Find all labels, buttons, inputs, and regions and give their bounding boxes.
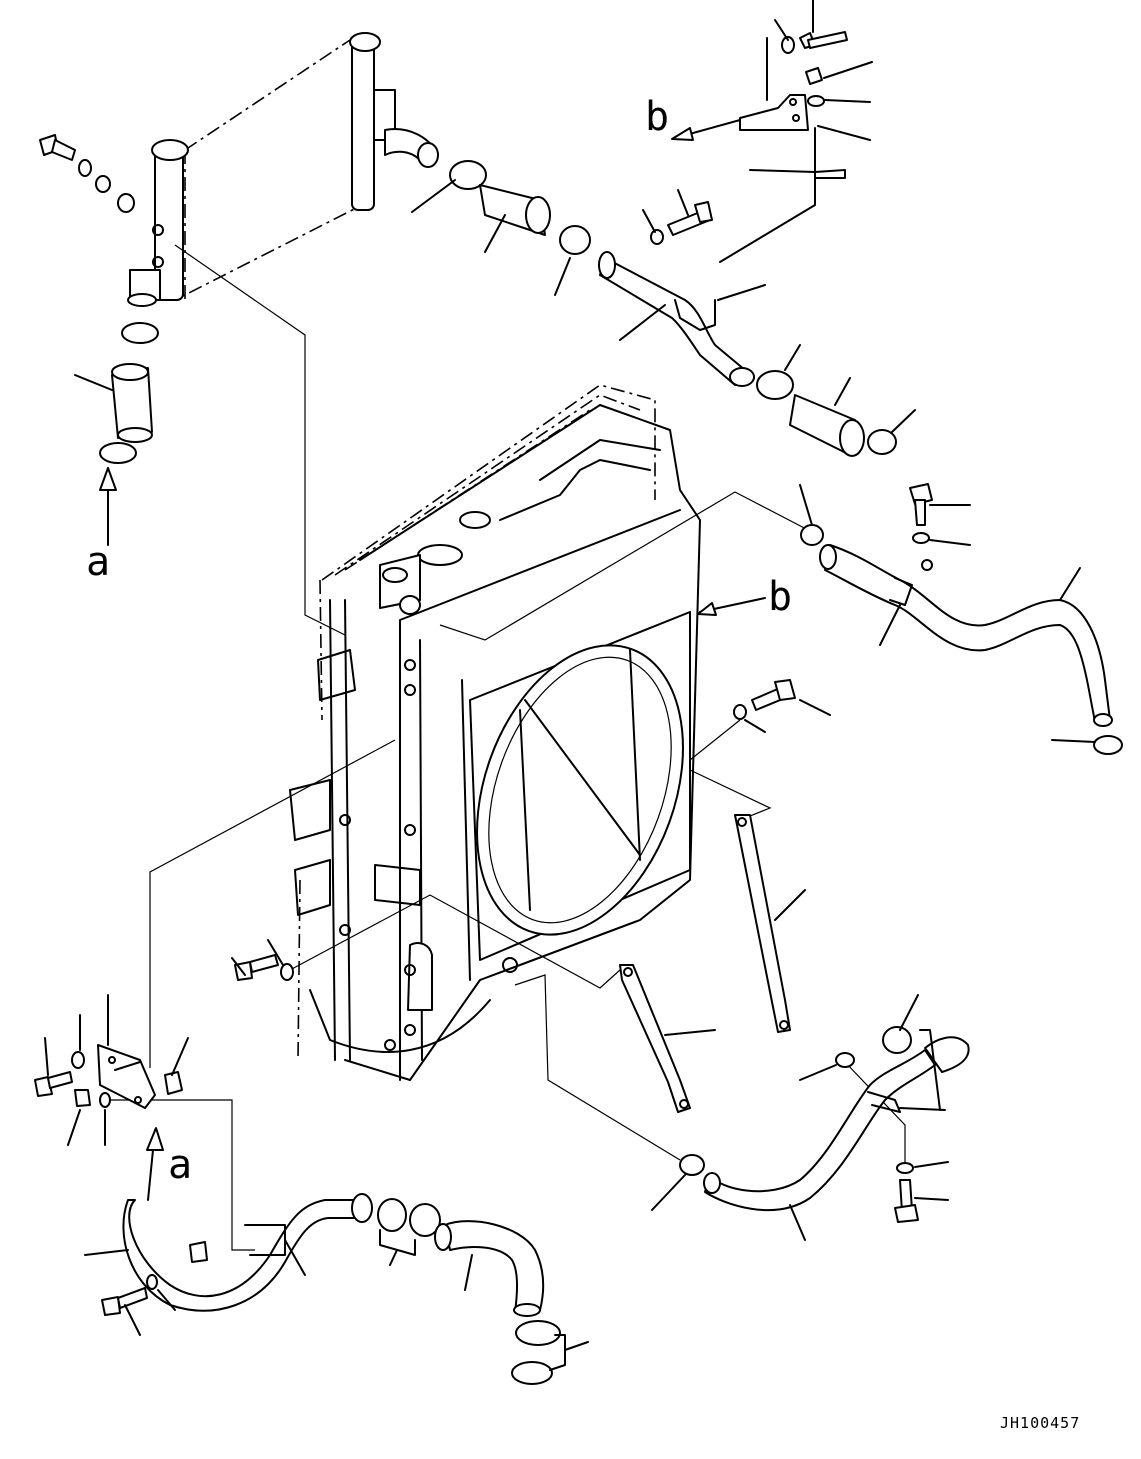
upper-tank-assembly (127, 32, 439, 307)
bolt-nut-bottom-right (799, 1052, 949, 1223)
bolt-washer-mid-top (642, 189, 713, 245)
view-arrow-a-top (99, 467, 117, 546)
lower-left-pipe (84, 1193, 373, 1312)
upper-right-hose (756, 344, 916, 457)
bracket-bottom-left (34, 994, 189, 1146)
reference-leader-lines (108, 244, 906, 1251)
bracket-top-right (719, 0, 873, 263)
bolt-washer-bottom-left (101, 1274, 176, 1336)
right-mid-bolt (733, 679, 831, 733)
view-label-a-top: a (86, 539, 110, 585)
left-hose-clamps (74, 322, 159, 464)
radiator-main (289, 384, 701, 1081)
lower-middle-hose-clamps (377, 1198, 589, 1385)
stay-bar-right (734, 814, 806, 1033)
view-label-a-bottom: a (168, 1142, 192, 1188)
drawing-number: JH100457 (1000, 1414, 1080, 1432)
stay-bar-center (619, 964, 716, 1113)
view-label-b-middle: b (768, 574, 792, 620)
view-arrow-b-top (671, 119, 741, 141)
lower-right-pipe (651, 994, 970, 1241)
view-label-b-top: b (645, 94, 669, 140)
right-bolt-washer (909, 483, 971, 546)
right-hose-pipe (799, 484, 1123, 755)
view-arrow-a-bottom (146, 1127, 164, 1201)
view-arrow-b-middle (697, 597, 766, 616)
bolt-washer-left-middle (231, 939, 294, 981)
upper-hose-assembly (411, 160, 591, 296)
upper-pipe (598, 251, 766, 387)
bolt-washer-stack-top-left (39, 134, 135, 213)
